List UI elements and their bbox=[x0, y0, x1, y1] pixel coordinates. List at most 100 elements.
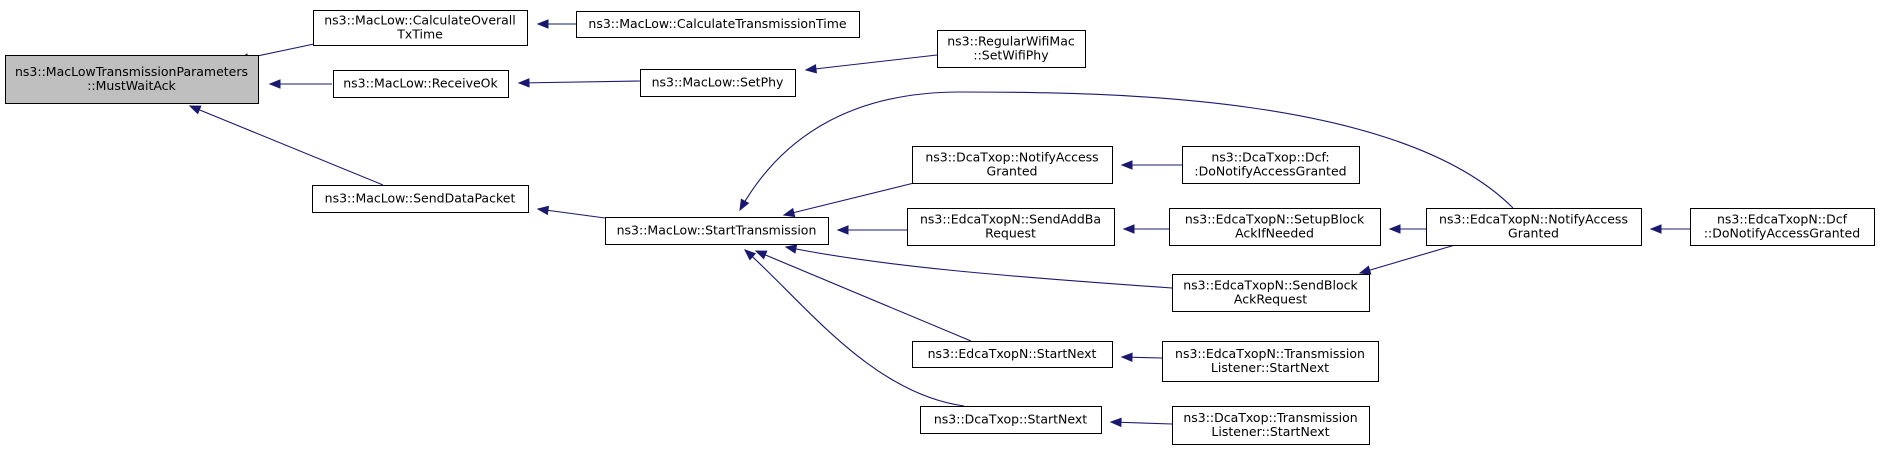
node-box bbox=[1172, 406, 1370, 445]
node-etlsn[interactable]: ns3::EdcaTxopN::TransmissionListener::St… bbox=[1162, 341, 1379, 382]
node-rwm[interactable]: ns3::RegularWifiMac::SetWifiPhy bbox=[937, 30, 1086, 68]
edge-esn-to-st bbox=[754, 250, 972, 342]
node-box bbox=[1162, 341, 1379, 382]
edge-line bbox=[1359, 244, 1456, 274]
arrowhead bbox=[536, 19, 549, 29]
node-label: ::DoNotifyAccessGranted bbox=[1704, 226, 1860, 241]
node-label: ns3::MacLowTransmissionParameters bbox=[15, 64, 248, 79]
node-rok[interactable]: ns3::MacLow::ReceiveOk bbox=[333, 70, 509, 98]
node-box bbox=[605, 217, 829, 245]
node-label: Request bbox=[985, 226, 1036, 241]
node-label: ns3::MacLow::CalculateTransmissionTime bbox=[588, 16, 847, 31]
node-label: TxTime bbox=[396, 27, 443, 42]
edge-ena-to-esbain bbox=[1388, 224, 1426, 234]
node-label: ns3::EdcaTxopN::NotifyAccess bbox=[1439, 212, 1628, 227]
node-label: ns3::MacLow::CalculateOverall bbox=[324, 13, 516, 28]
node-box bbox=[333, 70, 509, 98]
edge-dtna-to-st bbox=[782, 182, 915, 218]
arrowhead bbox=[743, 249, 757, 261]
node-box bbox=[312, 185, 529, 213]
node-mwa[interactable]: ns3::MacLowTransmissionParameters::MustW… bbox=[5, 55, 259, 104]
edge-dsn-to-st bbox=[743, 249, 965, 407]
node-label: AckRequest bbox=[1234, 292, 1307, 307]
edge-rwm-to-setphy bbox=[804, 54, 938, 74]
node-label: ns3::EdcaTxopN::SendBlock bbox=[1183, 278, 1358, 293]
edge-ena-to-esbar bbox=[1358, 244, 1456, 275]
node-label: Granted bbox=[1508, 226, 1559, 241]
node-box bbox=[1426, 208, 1642, 246]
node-edcf[interactable]: ns3::EdcaTxopN::Dcf::DoNotifyAccessGrant… bbox=[1690, 208, 1875, 246]
edge-line bbox=[783, 182, 915, 216]
node-label: ns3::DcaTxop::NotifyAccess bbox=[925, 150, 1098, 165]
node-label: :DoNotifyAccessGranted bbox=[1194, 164, 1346, 179]
edge-setphy-to-rok bbox=[517, 78, 641, 88]
node-box bbox=[1172, 274, 1370, 312]
node-dtna[interactable]: ns3::DcaTxop::NotifyAccessGranted bbox=[912, 146, 1113, 184]
node-box bbox=[907, 208, 1115, 246]
node-label: Listener::StartNext bbox=[1211, 424, 1329, 439]
arrowhead bbox=[804, 64, 817, 74]
edge-line bbox=[537, 208, 606, 219]
node-label: ns3::MacLow::SetPhy bbox=[652, 75, 784, 90]
edge-line bbox=[739, 91, 1514, 211]
edge-edcf-to-ena bbox=[1649, 224, 1690, 234]
node-box bbox=[937, 30, 1086, 68]
node-box bbox=[640, 69, 796, 97]
node-label: ::SetWifiPhy bbox=[973, 48, 1049, 63]
edge-esbar-to-st bbox=[784, 244, 1173, 289]
arrowhead bbox=[1122, 224, 1135, 234]
arrowhead bbox=[1358, 265, 1372, 275]
arrowhead bbox=[1109, 417, 1122, 428]
node-ctt[interactable]: ns3::MacLow::CalculateTransmissionTime bbox=[576, 11, 860, 38]
edge-line bbox=[744, 249, 965, 407]
node-label: ns3::EdcaTxopN::SetupBlock bbox=[1185, 212, 1365, 227]
node-dtlsn[interactable]: ns3::DcaTxop::TransmissionListener::Star… bbox=[1172, 406, 1370, 445]
node-setphy[interactable]: ns3::MacLow::SetPhy bbox=[640, 69, 796, 97]
edge-dtlsn-to-dsn bbox=[1109, 417, 1173, 428]
node-ena[interactable]: ns3::EdcaTxopN::NotifyAccessGranted bbox=[1426, 208, 1642, 246]
edge-dtdcf-to-dtna bbox=[1120, 160, 1182, 170]
arrowhead bbox=[188, 105, 202, 115]
node-dsn[interactable]: ns3::DcaTxop::StartNext bbox=[920, 406, 1102, 434]
arrowhead bbox=[517, 78, 530, 88]
node-box bbox=[920, 406, 1102, 434]
node-box bbox=[1182, 146, 1360, 184]
node-label: Listener::StartNext bbox=[1211, 360, 1329, 375]
edge-esab-to-st bbox=[836, 225, 907, 235]
arrowhead bbox=[739, 198, 750, 212]
edge-ctt-to-cotx bbox=[536, 19, 576, 29]
node-box bbox=[5, 55, 259, 104]
arrowhead bbox=[784, 244, 798, 254]
node-label: ns3::MacLow::SendDataPacket bbox=[325, 191, 516, 206]
node-layer: ns3::MacLowTransmissionParameters::MustW… bbox=[5, 10, 1875, 445]
node-label: ns3::EdcaTxopN::SendAddBa bbox=[920, 212, 1101, 227]
node-label: ns3::DcaTxop::StartNext bbox=[934, 412, 1087, 427]
edge-line bbox=[755, 250, 972, 342]
node-esn[interactable]: ns3::EdcaTxopN::StartNext bbox=[912, 341, 1113, 368]
node-box bbox=[313, 10, 528, 46]
arrowhead bbox=[782, 207, 796, 218]
node-label: Granted bbox=[987, 164, 1038, 179]
node-label: ns3::EdcaTxopN::Dcf bbox=[1717, 212, 1848, 227]
node-label: ns3::DcaTxop::Dcf: bbox=[1211, 150, 1329, 165]
node-box bbox=[1690, 208, 1875, 246]
node-box bbox=[576, 11, 860, 38]
arrowhead bbox=[536, 205, 550, 216]
arrowhead bbox=[1120, 160, 1133, 170]
arrowhead bbox=[1649, 224, 1662, 234]
node-dtdcf[interactable]: ns3::DcaTxop::Dcf::DoNotifyAccessGranted bbox=[1182, 146, 1360, 184]
node-label: ::MustWaitAck bbox=[87, 78, 176, 93]
node-label: ns3::MacLow::StartTransmission bbox=[617, 223, 817, 238]
edge-st-to-sdp bbox=[536, 205, 606, 219]
arrowhead bbox=[1120, 352, 1133, 362]
edge-line bbox=[805, 54, 938, 71]
arrowhead bbox=[754, 250, 768, 260]
node-label: ns3::DcaTxop::Transmission bbox=[1183, 410, 1357, 425]
node-st[interactable]: ns3::MacLow::StartTransmission bbox=[605, 217, 829, 245]
node-sdp[interactable]: ns3::MacLow::SendDataPacket bbox=[312, 185, 529, 213]
node-box bbox=[1169, 208, 1381, 246]
